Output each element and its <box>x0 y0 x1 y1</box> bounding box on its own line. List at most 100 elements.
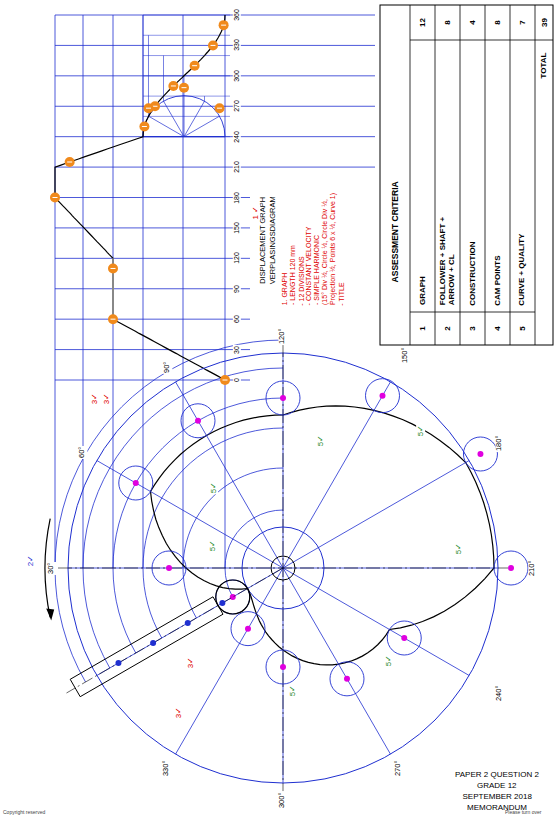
axis-degree: 240 <box>233 130 241 144</box>
cam-point <box>245 626 251 632</box>
axis-degree: 180 <box>233 191 241 205</box>
tick-mark: 5✓ <box>384 653 393 666</box>
follower-stem <box>70 597 223 697</box>
shm-grid <box>143 75 230 76</box>
cam-angle: 120° <box>278 327 287 345</box>
mark-dash <box>111 268 116 269</box>
mark-circle <box>179 83 189 93</box>
criterion: CONSTRUCTION <box>468 241 477 305</box>
mark-dash <box>146 108 151 109</box>
arrow-head <box>46 608 54 620</box>
mark-dash <box>192 65 197 66</box>
tick-mark: 5✓ <box>316 433 325 446</box>
graph-grid <box>55 75 375 76</box>
graph-title: VERPLASINGSDIAGRAM <box>269 196 278 284</box>
cam-point <box>344 676 350 682</box>
tick-mark: 5✓ <box>208 538 217 551</box>
shm-division <box>184 101 205 137</box>
mark-dash <box>153 106 158 107</box>
mark-value: 12 <box>417 18 426 27</box>
mark-circle <box>108 263 118 273</box>
tick-mark: 3✓ <box>174 705 183 718</box>
shm-division <box>184 96 185 137</box>
graph-grid <box>55 45 375 46</box>
mark-dash <box>171 85 176 86</box>
roller-position <box>181 404 215 438</box>
cam-angle: 270° <box>394 760 403 778</box>
table-line <box>410 40 553 41</box>
mark-value: 8 <box>493 20 502 24</box>
axis-degree: 150 <box>233 221 241 235</box>
axis-degree: 330 <box>233 39 241 53</box>
roller-position <box>152 551 186 585</box>
mark-dash <box>217 108 222 109</box>
total-value: 39 <box>539 18 548 27</box>
radial-line <box>176 382 284 568</box>
roller-position <box>366 379 400 413</box>
cam-angle: 30° <box>47 561 56 574</box>
tick-mark: 2✓ <box>26 553 35 566</box>
shm-grid <box>143 136 230 137</box>
graph-grid <box>55 197 250 198</box>
mark-value: 8 <box>443 20 452 24</box>
tick-mark: 5✓ <box>209 480 218 493</box>
axis-degree: 360 <box>233 8 241 22</box>
roller-position <box>463 437 497 471</box>
cam-angle: 300° <box>278 791 287 809</box>
paper-info: GRADE 12 <box>477 781 517 790</box>
table-line <box>410 312 535 313</box>
cam-point <box>401 635 407 641</box>
marking-note: - TITLE <box>337 282 345 305</box>
table-line <box>435 5 436 345</box>
cam-angle: 330° <box>162 760 171 778</box>
marking-note: - SIMPLE HARMONIC <box>313 235 321 305</box>
projection-arc <box>83 368 283 668</box>
table-line <box>410 5 411 345</box>
shm-projection <box>143 15 144 137</box>
axis-degree: 90 <box>233 284 241 294</box>
roller-position <box>330 662 364 696</box>
roller-position <box>266 381 300 415</box>
graph-grid <box>55 258 250 259</box>
shm-projection <box>163 56 164 102</box>
mark-dot <box>219 600 225 606</box>
mark-circle <box>215 103 225 113</box>
radial-line <box>283 568 469 676</box>
shm-grid <box>143 96 230 97</box>
tick-mark: 1 ✓ <box>251 204 260 220</box>
mark-value: 7 <box>518 20 527 24</box>
axis-degree: 30 <box>233 345 241 355</box>
mark-circle <box>143 103 153 113</box>
tick-mark: 5✓ <box>416 423 425 436</box>
mark-dash <box>223 380 228 381</box>
cam-angle: 210° <box>528 559 537 577</box>
mark-value: 4 <box>468 20 477 24</box>
mark-dot <box>185 620 191 626</box>
tick-mark: 5✓ <box>288 683 297 696</box>
projection-arc <box>55 340 283 682</box>
row-number: 3 <box>468 326 477 330</box>
graph-grid <box>55 167 375 168</box>
tick-mark: 3✓ <box>186 655 195 668</box>
table-line <box>535 5 536 345</box>
cam-point <box>508 565 514 571</box>
shm-grid <box>143 15 230 16</box>
paper-info: SEPTEMBER 2018 <box>463 792 532 801</box>
total-label: TOTAL <box>539 52 548 78</box>
criterion: GRAPH <box>417 276 426 305</box>
row-number: 2 <box>443 326 452 330</box>
mark-dot <box>150 640 156 646</box>
table-line <box>460 5 461 345</box>
marking-note: (15° Div ½, Circle ½, Circle Div ½, <box>321 199 329 305</box>
cam-angle: 90° <box>163 360 172 373</box>
axis-degree: 0 <box>233 377 241 383</box>
mark-dash <box>210 45 215 46</box>
tick-mark: 3✓ <box>102 391 111 404</box>
cam-point <box>477 451 483 457</box>
marking-note: - LENGTH 120 mm <box>289 245 297 305</box>
paper-info: PAPER 2 QUESTION 2 <box>455 770 539 779</box>
mark-dash <box>111 319 116 320</box>
cam-point <box>280 664 286 670</box>
